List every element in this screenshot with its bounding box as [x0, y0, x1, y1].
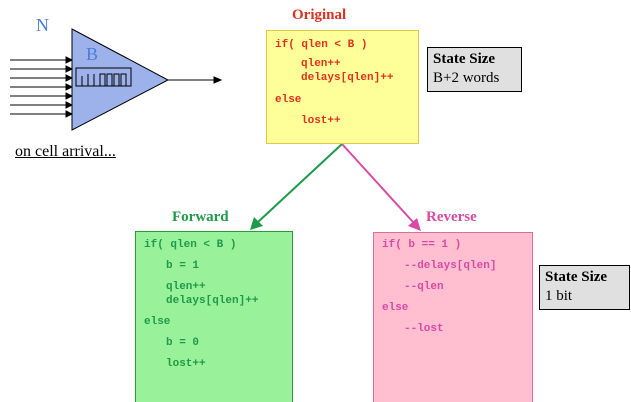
original-code-line: delays[qlen]++ [301, 72, 394, 84]
forward-code-line: lost++ [166, 358, 206, 370]
queue-buffer-icon [75, 67, 132, 87]
input-arrows [10, 56, 74, 118]
reverse-code-line: --delays[qlen] [404, 260, 497, 272]
forward-code-line: b = 0 [166, 337, 200, 349]
state-size-title: State Size [545, 269, 608, 285]
reverse-code-box: if( b == 1 ) --delays[qlen] --qlen else … [373, 232, 533, 402]
state-size-value: 1 bit [545, 288, 573, 304]
state-size-value: B+2 words [433, 70, 500, 86]
reverse-title: Reverse [426, 209, 477, 225]
forward-code-line: qlen++ [166, 281, 206, 293]
original-code-line: lost++ [301, 115, 341, 127]
forward-code-line: b = 1 [166, 260, 200, 272]
forward-code-box: if( qlen < B ) b = 1 qlen++ delays[qlen]… [135, 231, 293, 402]
n-label: N [36, 15, 49, 35]
b-label: B [86, 44, 99, 64]
original-code-line: if( qlen < B ) [275, 39, 368, 51]
arrow-original-to-reverse [341, 143, 421, 231]
forward-code-line: else [144, 316, 171, 328]
reverse-code-line: --lost [404, 323, 444, 335]
state-size-original-box: State Size B+2 words [427, 47, 522, 92]
output-arrow [168, 76, 223, 84]
original-code-box: if( qlen < B ) qlen++ delays[qlen]++ els… [266, 30, 419, 144]
reverse-code-line: else [382, 302, 409, 314]
original-code-line: qlen++ [301, 58, 341, 70]
forward-code-line: delays[qlen]++ [166, 295, 259, 307]
state-size-title: State Size [433, 51, 496, 67]
state-size-reverse-box: State Size 1 bit [539, 265, 630, 310]
original-title: Original [292, 7, 347, 23]
forward-code-line: if( qlen < B ) [144, 239, 237, 251]
switch-triangle [71, 28, 170, 131]
arrow-original-to-forward [250, 143, 343, 230]
forward-title: Forward [172, 209, 229, 225]
original-code-line: else [275, 94, 302, 106]
queue-caption: on cell arrival... [15, 143, 116, 160]
reverse-code-line: --qlen [404, 281, 444, 293]
reverse-code-line: if( b == 1 ) [382, 239, 462, 251]
